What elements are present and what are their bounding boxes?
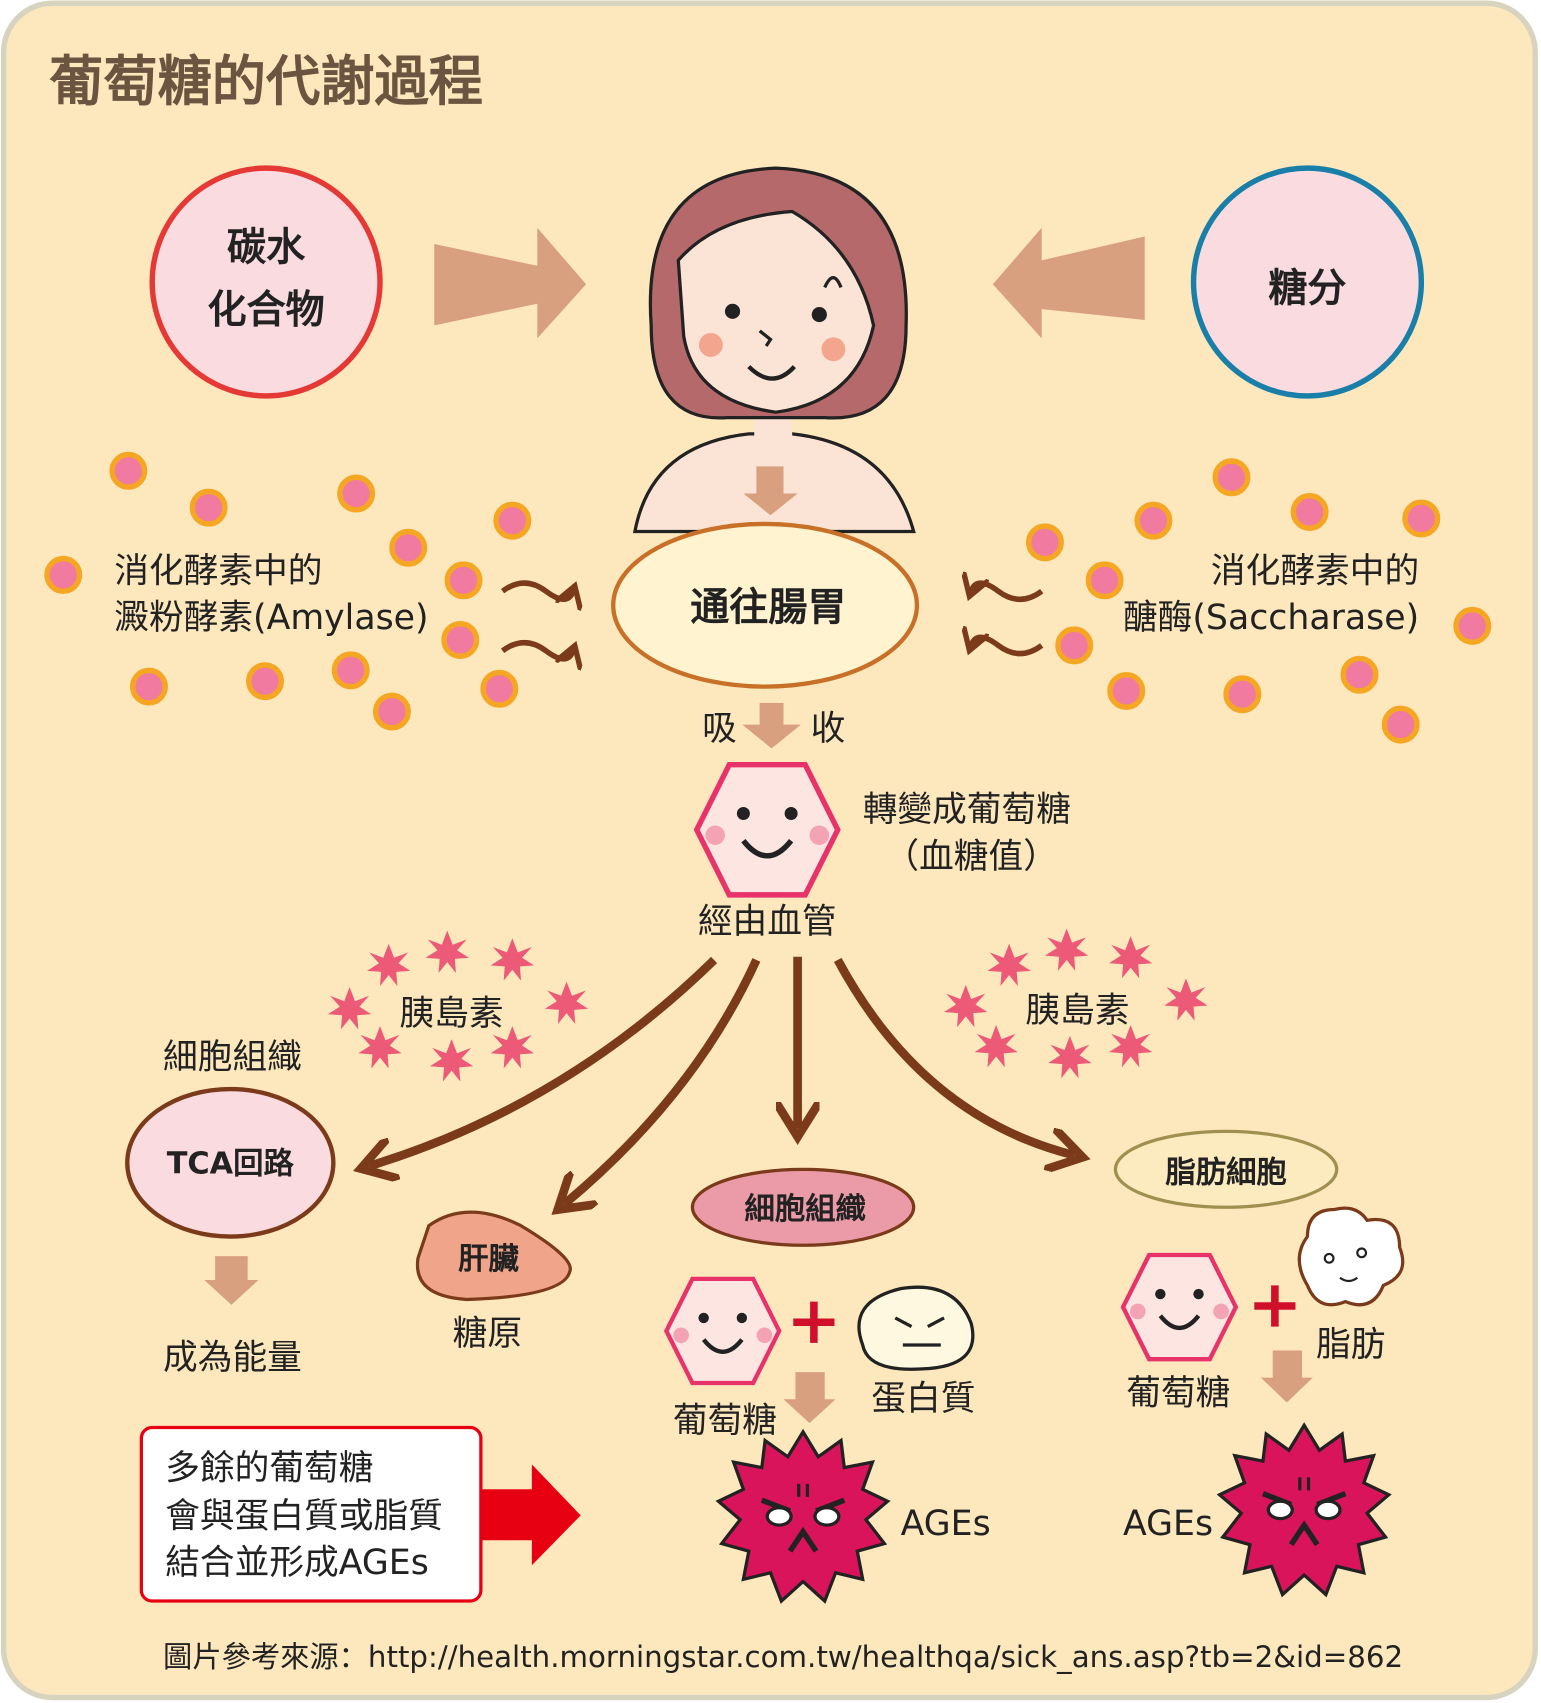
svg-text:會與蛋白質或脂質: 會與蛋白質或脂質 (165, 1496, 443, 1536)
svg-text:肝臟: 肝臟 (458, 1242, 519, 1277)
absorb-arrow-icon (742, 702, 801, 749)
note-box: 多餘的葡萄糖 會與蛋白質或脂質 結合並形成AGEs (139, 1425, 483, 1603)
tca-caption: 細胞組織 (163, 1037, 302, 1077)
plus-icon (793, 1301, 835, 1343)
glycogen-label: 糖原 (453, 1314, 522, 1354)
svg-text:碳水: 碳水 (227, 225, 306, 270)
svg-text:結合並形成AGEs: 結合並形成AGEs (165, 1543, 429, 1583)
svg-text:脂肪細胞: 脂肪細胞 (1165, 1155, 1286, 1190)
fat-cloud-icon (1297, 1206, 1405, 1307)
svg-text:胰島素: 胰島素 (400, 994, 504, 1034)
svg-text:TCA回路: TCA回路 (167, 1147, 295, 1182)
protein-label: 蛋白質 (871, 1379, 975, 1419)
enzyme-left-line2: 澱粉酵素(Amylase) (114, 598, 428, 638)
arrow-left-icon (992, 227, 1145, 339)
glucose-label-center: 葡萄糖 (673, 1401, 777, 1441)
svg-text:多餘的葡萄糖: 多餘的葡萄糖 (165, 1449, 373, 1489)
svg-text:化合物: 化合物 (208, 288, 325, 333)
blood-branch-arrows (369, 956, 1074, 1204)
svg-text:通往腸胃: 通往腸胃 (690, 585, 846, 630)
ages-label-center: AGEs (901, 1504, 991, 1544)
fat-label: 脂肪 (1316, 1325, 1385, 1365)
enzyme-right-line2: 醣酶(Saccharase) (1123, 598, 1419, 638)
ages-arrow-right-icon (1260, 1350, 1313, 1403)
energy-arrow-icon (204, 1256, 259, 1305)
fat-cell-ellipse: 脂肪細胞 (1113, 1129, 1339, 1209)
liver-shape: 肝臟 (415, 1210, 572, 1302)
page-title: 葡萄糖的代謝過程 (49, 50, 483, 113)
convert-label-2: （血糖值） (884, 837, 1058, 877)
stomach-ellipse: 通往腸胃 (611, 521, 920, 689)
glucose-hexagon (697, 765, 838, 895)
enzyme-left-line1: 消化酵素中的 (114, 551, 322, 591)
woman-illustration (632, 166, 916, 534)
protein-blob (857, 1285, 975, 1371)
convert-label-1: 轉變成葡萄糖 (863, 790, 1071, 830)
insulin-cluster-left: 胰島素 (327, 930, 589, 1082)
svg-text:糖分: 糖分 (1268, 267, 1346, 312)
carbohydrate-circle: 碳水 化合物 (149, 165, 383, 399)
via-blood-label: 經由血管 (698, 902, 837, 942)
absorb-label-2: 收 (811, 709, 846, 749)
source-footer: 圖片參考來源：http://health.morningstar.com.tw/… (163, 1640, 1403, 1674)
svg-text:胰島素: 胰島素 (1025, 991, 1129, 1031)
sugar-circle: 糖分 (1190, 165, 1425, 399)
cell-tissue-ellipse: 細胞組織 (690, 1167, 916, 1247)
squiggle-arrows (500, 583, 1044, 659)
red-arrow-icon (480, 1464, 581, 1566)
insulin-cluster-right: 胰島素 (944, 928, 1208, 1079)
arrow-right-icon (434, 227, 587, 339)
glucose-hexagon-small (666, 1279, 779, 1383)
ages-arrow-center-icon (783, 1372, 836, 1424)
energy-label: 成為能量 (163, 1338, 302, 1378)
tca-ellipse: TCA回路 (125, 1086, 336, 1239)
glucose-label-right: 葡萄糖 (1126, 1374, 1230, 1414)
arrow-down-icon (743, 466, 798, 516)
plus-icon-right (1254, 1285, 1296, 1327)
ages-label-right: AGEs (1123, 1504, 1213, 1544)
enzyme-right-line1: 消化酵素中的 (1211, 551, 1419, 591)
svg-text:細胞組織: 細胞組織 (744, 1192, 865, 1227)
glucose-hexagon-right (1123, 1255, 1236, 1359)
absorb-label-1: 吸 (702, 709, 737, 749)
